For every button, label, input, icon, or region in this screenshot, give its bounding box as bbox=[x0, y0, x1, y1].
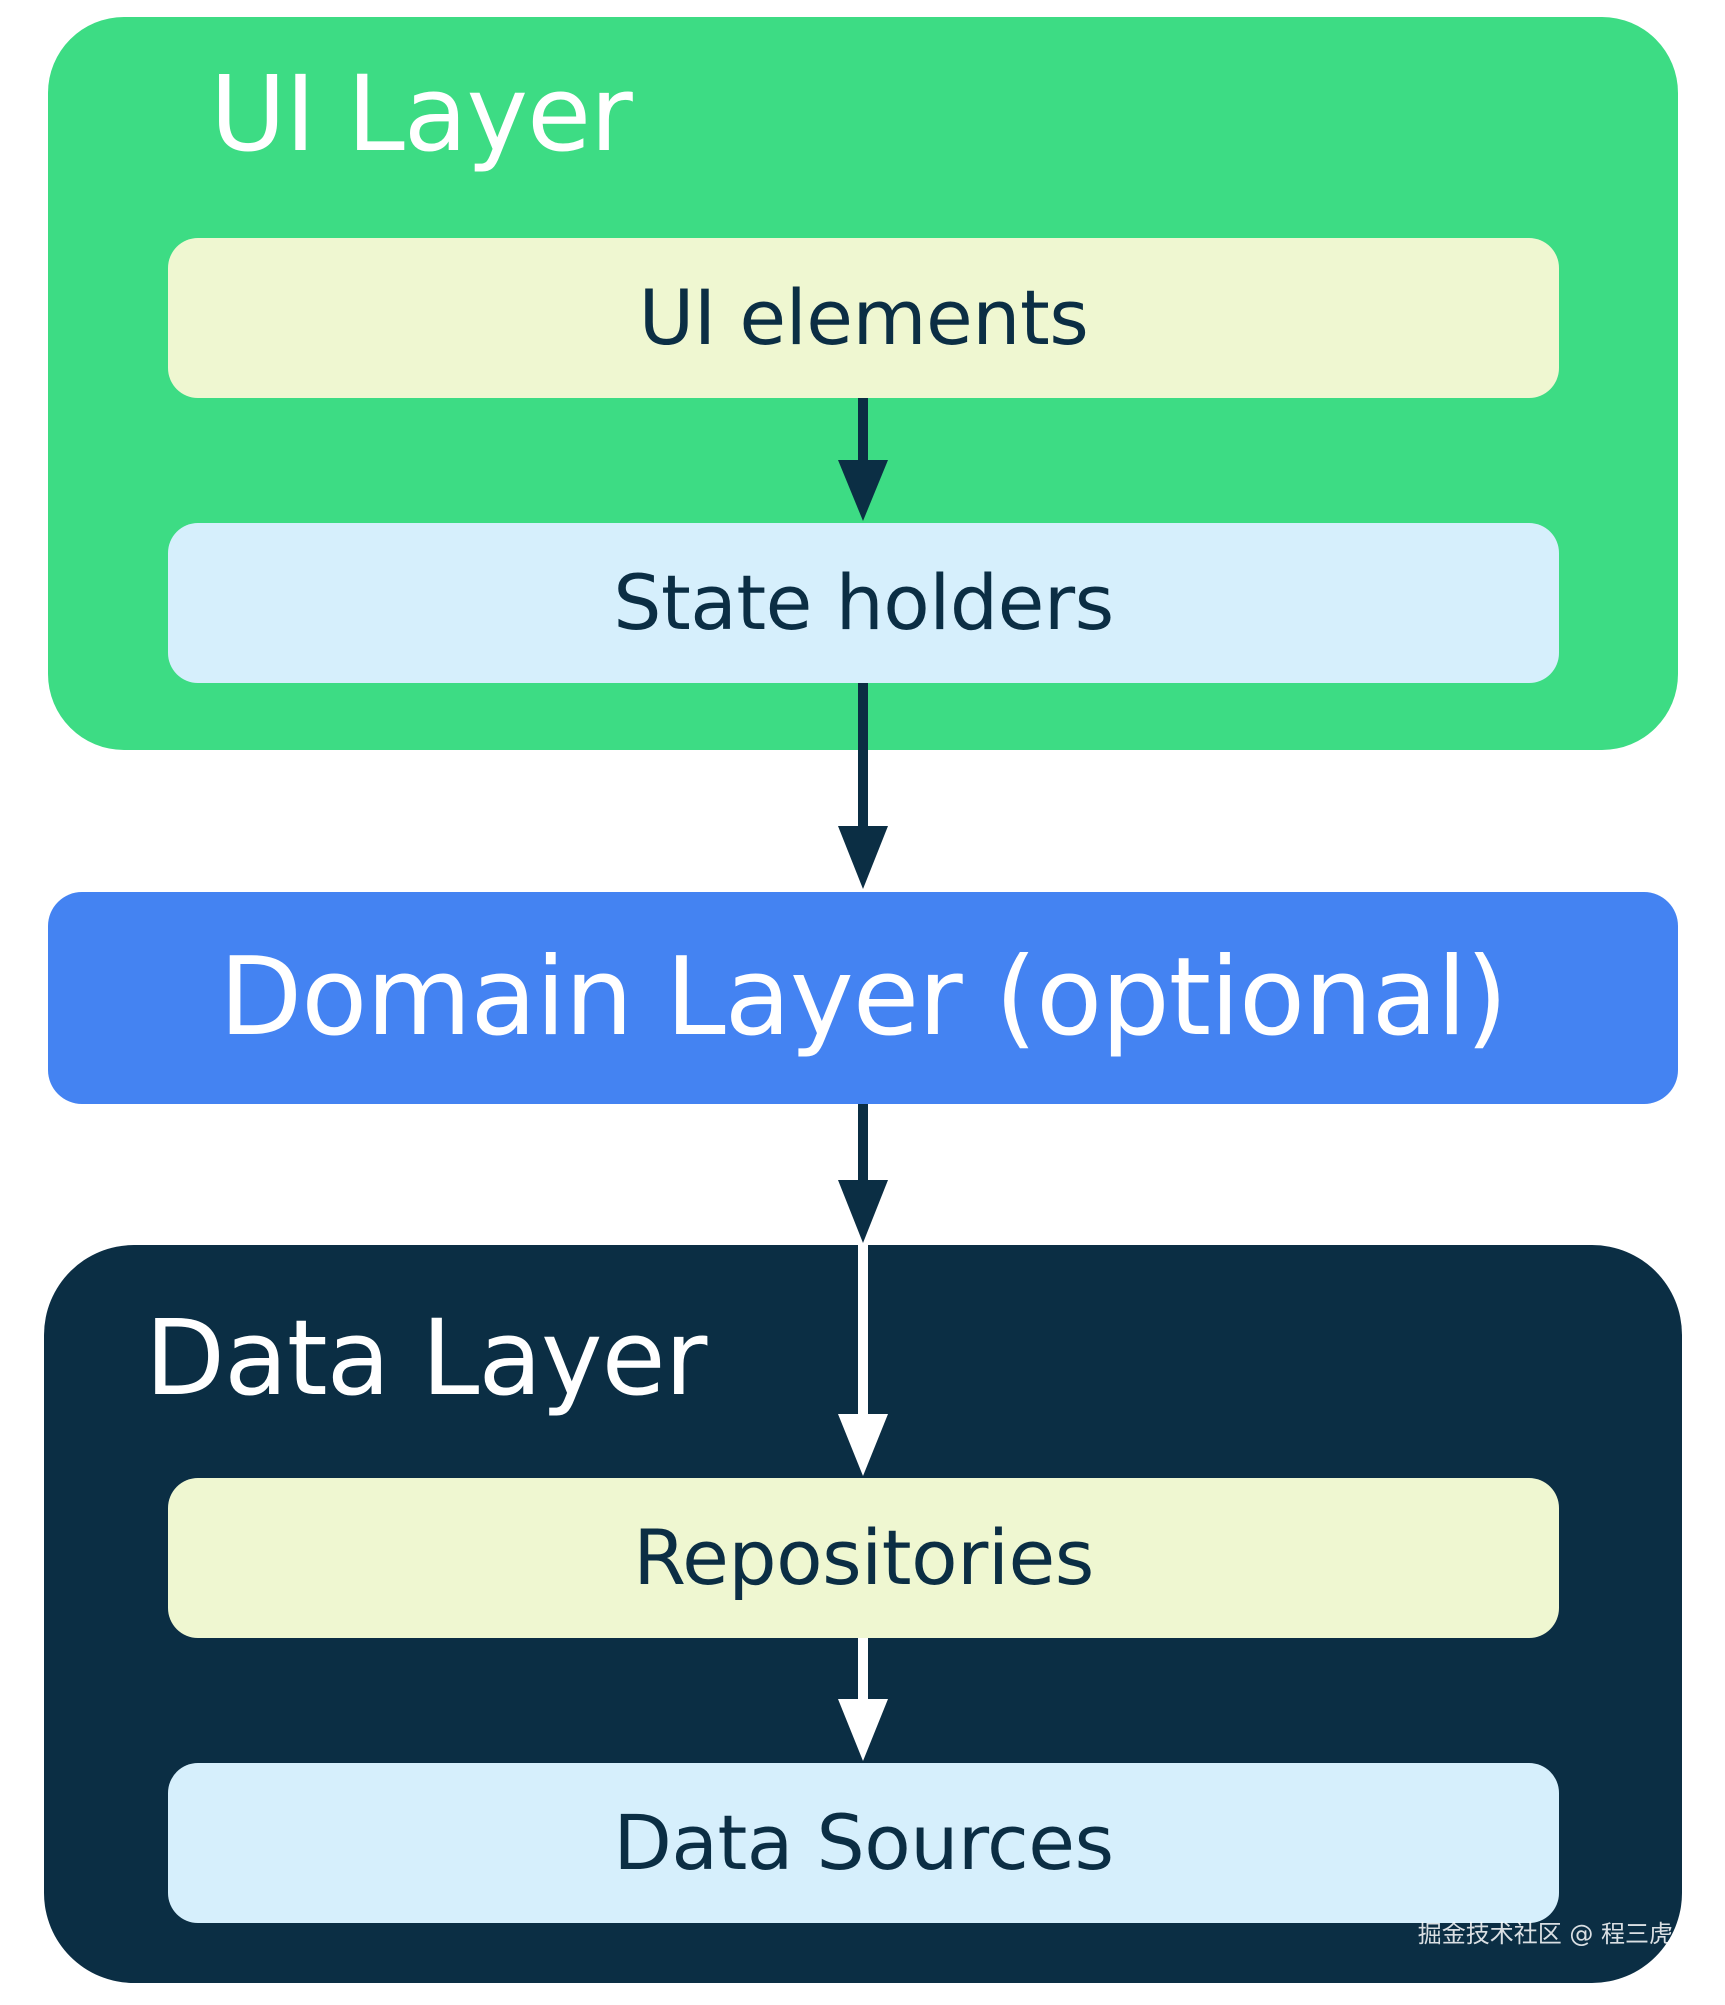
repositories-label: Repositories bbox=[633, 1513, 1094, 1602]
data-sources-box: Data Sources bbox=[168, 1763, 1559, 1923]
domain-layer-container: Domain Layer (optional) bbox=[48, 892, 1678, 1104]
repositories-box: Repositories bbox=[168, 1478, 1559, 1638]
domain-layer-title: Domain Layer (optional) bbox=[219, 935, 1508, 1060]
ui-elements-label: UI elements bbox=[638, 273, 1089, 362]
ui-elements-box: UI elements bbox=[168, 238, 1559, 398]
watermark-text: 掘金技术社区 @ 程三虎 bbox=[1417, 1920, 1673, 1948]
state-holders-label: State holders bbox=[613, 558, 1114, 647]
data-layer-title: Data Layer bbox=[145, 1297, 707, 1419]
ui-layer-title: UI Layer bbox=[210, 53, 633, 175]
data-sources-label: Data Sources bbox=[613, 1798, 1114, 1887]
arrow-domain-layer-to-data-layer bbox=[838, 1104, 888, 1243]
state-holders-box: State holders bbox=[168, 523, 1559, 683]
